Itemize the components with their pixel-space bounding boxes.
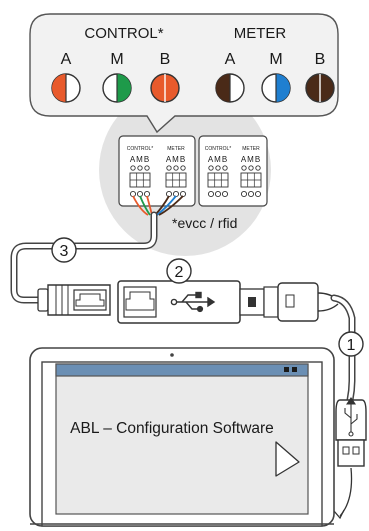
callout-control-title: CONTROL*: [84, 25, 163, 42]
wire-dot-control-a: [51, 73, 81, 103]
module-terminals-2: AMB: [166, 155, 186, 164]
rj45-plug: [37, 284, 111, 316]
callout-control-a: A: [61, 51, 72, 68]
callout-control-b: B: [160, 51, 171, 68]
module-terminals-3: AMB: [208, 155, 228, 164]
step-number-1: 1: [347, 337, 356, 354]
mouse-cursor-icon: [275, 441, 300, 477]
callout-meter-a: A: [225, 51, 236, 68]
module-terminals-4: AMB: [241, 155, 261, 164]
step-number-2: 2: [175, 264, 184, 281]
cable-module-to-adapter: [10, 211, 158, 304]
software-window: [55, 363, 309, 515]
terminal-callout: CONTROL* METER A M B A M B: [29, 13, 339, 134]
module-meter-label-2: METER: [242, 146, 260, 152]
module-control-label: CONTROL*: [127, 146, 153, 152]
callout-control-m: M: [110, 51, 123, 68]
callout-meter-m: M: [269, 51, 282, 68]
callout-meter-title: METER: [234, 25, 287, 42]
usb-ethernet-adapter: [117, 280, 265, 324]
software-window-titlebar: [55, 363, 309, 377]
laptop-camera: [170, 353, 174, 357]
callout-meter-b: B: [315, 51, 326, 68]
wire-dot-control-b: [150, 73, 180, 103]
footnote-evcc-rfid: *evcc / rfid: [172, 215, 237, 231]
usb-cable: [263, 282, 367, 520]
usb-symbol-icon: [170, 291, 216, 313]
window-close-icon[interactable]: [292, 367, 297, 372]
module-right-block: [198, 135, 268, 207]
step-number-3: 3: [60, 243, 69, 260]
module-meter-label: METER: [167, 146, 185, 152]
wire-dot-meter-b: [305, 73, 335, 103]
wire-dot-meter-m: [261, 73, 291, 103]
wire-dot-control-m: [102, 73, 132, 103]
usb-plug-symbol-icon: [344, 397, 358, 437]
software-name: ABL – Configuration Software: [70, 420, 274, 437]
step-marker-3: 3: [51, 237, 77, 263]
module-control-label-2: CONTROL*: [205, 146, 231, 152]
module-terminals-1: AMB: [130, 155, 150, 164]
laptop: ABL – Configuration Software: [29, 347, 335, 527]
step-marker-2: 2: [166, 258, 192, 284]
terminal-module: CONTROL* METER CONTROL* METER AMB AMB AM…: [118, 135, 268, 216]
step-marker-1: 1: [338, 331, 364, 357]
module-left-block: [118, 135, 196, 207]
window-minimize-icon[interactable]: [284, 367, 289, 372]
wire-dot-meter-a: [215, 73, 245, 103]
